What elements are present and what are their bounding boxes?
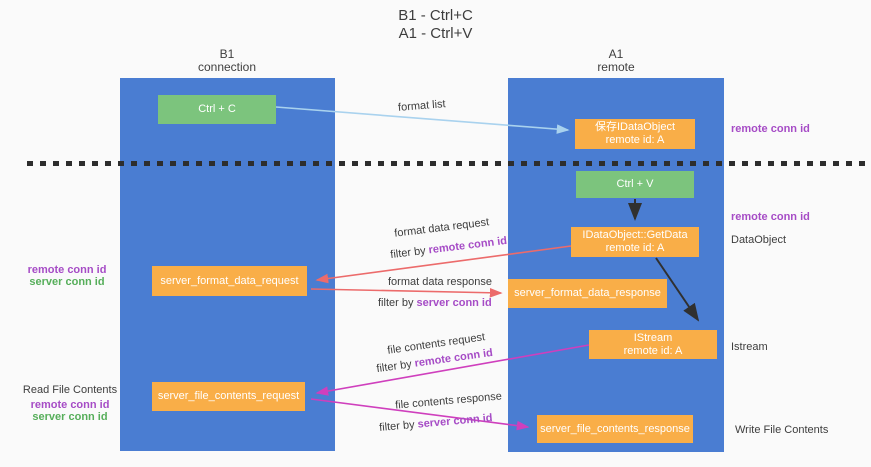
node-server-file-contents-response: server_file_contents_response	[537, 415, 693, 443]
node-save-dataobject-line1: 保存IDataObject	[594, 121, 676, 133]
column-b1-subtitle: connection	[197, 60, 257, 74]
column-a1-name: A1	[608, 47, 624, 61]
node-format-request-label: server_format_data_request	[160, 274, 299, 287]
left-server-conn-id-1: server conn id	[29, 276, 105, 288]
node-ctrl-c: Ctrl + C	[158, 95, 276, 124]
node-ctrl-v-label: Ctrl + V	[616, 178, 654, 190]
node-getdata-line1: IDataObject::GetData	[582, 229, 688, 241]
label-filter-remote-1-prefix: filter by	[389, 244, 430, 262]
node-ctrl-v: Ctrl + V	[576, 171, 694, 198]
node-istream-line1: IStream	[633, 331, 673, 344]
label-filter-server-2-id: server conn id	[417, 412, 494, 431]
label-filter-server-2: filter by server conn id	[379, 412, 493, 434]
label-filter-server-1: filter by server conn id	[378, 297, 492, 309]
left-remote-conn-id-2: remote conn id	[30, 399, 110, 411]
label-format-list: format list	[397, 98, 447, 114]
column-a1-subtitle: remote	[597, 60, 635, 74]
node-server-format-data-request: server_format_data_request	[152, 266, 307, 296]
title-line-1: B1 - Ctrl+C	[398, 7, 473, 24]
label-format-data-request: format data request	[393, 216, 490, 240]
left-remote-conn-id-1: remote conn id	[27, 264, 107, 276]
write-file-contents-label: Write File Contents	[735, 424, 829, 436]
node-idataobject-getdata: IDataObject::GetData remote id: A	[571, 227, 699, 257]
istream-label: Istream	[731, 341, 768, 353]
node-file-response-label: server_file_contents_response	[540, 422, 690, 435]
label-filter-remote-1-id: remote conn id	[427, 234, 508, 257]
node-server-file-contents-request: server_file_contents_request	[152, 382, 305, 411]
node-server-format-data-response: server_format_data_response	[508, 279, 667, 308]
label-filter-server-1-id: server conn id	[416, 297, 492, 309]
column-b1-name: B1	[219, 47, 235, 61]
title-line-2: A1 - Ctrl+V	[398, 25, 473, 42]
node-istream: IStream remote id: A	[589, 330, 717, 359]
diagram-title: B1 - Ctrl+C A1 - Ctrl+V	[0, 7, 871, 43]
left-legend-format: remote conn id server conn id	[17, 264, 117, 288]
column-header-a1: A1 remote	[546, 48, 686, 74]
node-istream-line2: remote id: A	[623, 344, 683, 357]
label-filter-server-2-prefix: filter by	[378, 418, 419, 434]
label-filter-remote-1: filter by remote conn id	[390, 235, 508, 261]
right-remote-conn-id-2: remote conn id	[731, 211, 810, 223]
read-file-contents-label: Read File Contents	[22, 384, 118, 396]
arrow-format-data-response	[310, 287, 503, 298]
label-filter-remote-2-prefix: filter by	[375, 357, 416, 376]
left-legend-file: Read File Contents remote conn id server…	[20, 384, 120, 423]
node-save-dataobject-line2: remote id: A	[605, 134, 665, 146]
label-file-contents-response: file contents response	[394, 390, 503, 412]
dataobject-label: DataObject	[731, 234, 787, 246]
label-filter-server-1-prefix: filter by	[378, 297, 417, 309]
label-format-data-response: format data response	[388, 276, 492, 288]
node-file-request-label: server_file_contents_request	[157, 390, 300, 402]
column-header-b1: B1 connection	[157, 48, 297, 74]
left-server-conn-id-2: server conn id	[32, 411, 108, 423]
phase-divider-dashed-line	[27, 161, 866, 166]
node-ctrl-c-label: Ctrl + C	[198, 103, 236, 115]
node-save-dataobject: 保存IDataObject remote id: A	[575, 119, 695, 149]
right-remote-conn-id-1: remote conn id	[731, 123, 810, 135]
node-format-response-label: server_format_data_response	[514, 287, 661, 299]
node-getdata-line2: remote id: A	[605, 242, 665, 254]
